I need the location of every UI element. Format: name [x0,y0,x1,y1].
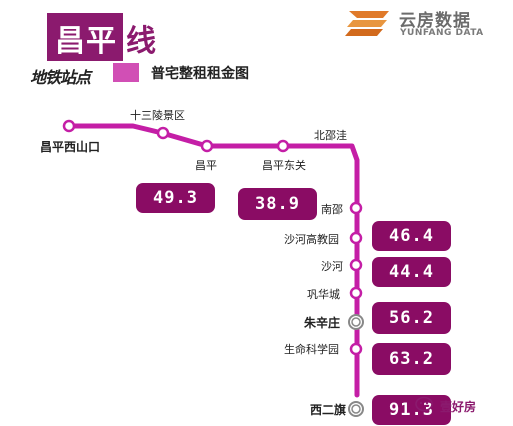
title-block [47,13,123,61]
brand-name-en: YUNFANG DATA [400,28,484,38]
station-label-shahe: 沙河 [321,260,343,273]
watermark: 壹好房 [440,400,477,414]
rent-badge-xierqi: 91.3 [372,395,451,425]
station-label-changping: 昌平 [195,159,217,172]
chart-title: 普宅整租租金图 [151,66,249,82]
station-label-shisanling: 十三陵景区 [130,109,185,122]
station-label-gonghuacheng: 巩华城 [307,288,340,301]
rent-badge-changping: 49.3 [136,183,215,213]
rent-badge-shengming-kexueyuan: 63.2 [372,343,451,375]
station-label-shengming-kexueyuan: 生命科学园 [284,343,339,356]
station-label-nanshao: 南邵 [321,203,343,216]
station-marker [200,139,214,153]
station-markers [62,119,364,417]
station-label-shahe-gaojiaoyuan: 沙河高教园 [284,233,339,246]
station-marker [156,126,170,140]
subtitle-accent [113,63,139,82]
station-label-zhuxinzhuang: 朱辛庄 [304,316,341,330]
station-marker [349,258,363,272]
rent-badge-changping-dongguan: 38.9 [238,188,317,220]
transfer-marker [348,401,364,417]
station-label-xierqi: 西二旗 [310,403,347,417]
rent-badge-shahe: 44.4 [372,257,451,287]
wechat-icon [415,396,433,412]
station-marker [276,139,290,153]
brand-logo-icon [345,11,389,36]
rent-badge-shahe-gaojiaoyuan: 46.4 [372,221,451,251]
line-name: 昌平 [55,24,117,59]
brand-name: 云房数据 [399,11,471,31]
station-label-changping-xishankou: 昌平西山口 [40,140,101,154]
station-label-beishaowa: 北邵洼 [314,129,347,142]
station-marker [349,286,363,300]
rent-badge-zhuxinzhuang: 56.2 [372,302,451,334]
station-label-changping-dongguan: 昌平东关 [262,159,306,172]
station-marker [349,201,363,215]
line-suffix: 线 [126,24,156,59]
station-marker [349,342,363,356]
station-marker [62,119,76,133]
transfer-marker [348,314,364,330]
subtitle: 地铁站点 [30,68,91,87]
station-marker [349,231,363,245]
